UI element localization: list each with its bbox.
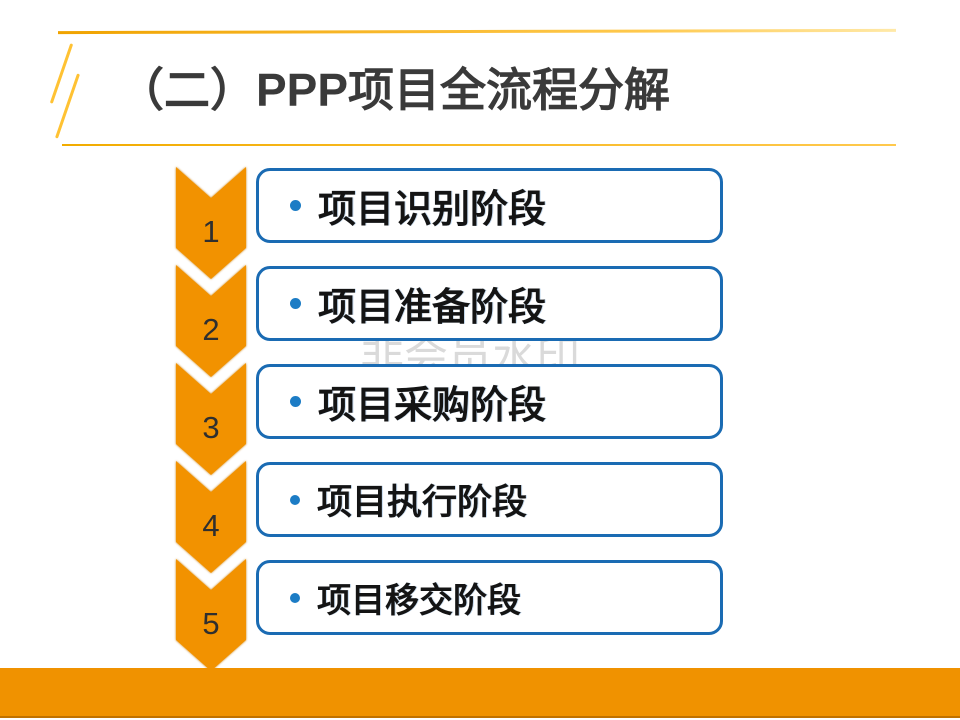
step-number-4: 4 [202,508,220,543]
process-row-4: 4 项目执行阶段 [0,461,960,573]
chevron-shadow-wrap: 2 [0,265,960,377]
chevron-arrow-2: 2 [176,265,246,377]
bullet-dot-icon [290,592,300,603]
bullet-dot-icon [290,396,301,407]
stage-box-2: 项目准备阶段 [256,266,723,341]
stage-label-3: 项目采购阶段 [318,385,547,427]
gold-line-top [57,28,897,35]
chevron-shadow-wrap: 4 [0,461,960,573]
bullet-dot-icon [290,298,301,309]
stage-box-1: 项目识别阶段 [256,168,723,243]
stage-box-5: 项目移交阶段 [256,560,723,635]
process-row-3: 3 项目采购阶段 [0,363,960,475]
chevron-shadow-wrap: 3 [0,363,960,475]
process-row-5: 5 项目移交阶段 [0,559,960,671]
process-row-2: 2 项目准备阶段 [0,265,960,377]
bullet-dot-icon [290,494,300,505]
process-row-1: 1 项目识别阶段 [0,167,960,279]
bullet-dot-icon [290,200,301,211]
stage-label-2: 项目准备阶段 [318,287,547,329]
chevron-arrow-4: 4 [176,461,246,573]
chevron-arrow-5: 5 [176,559,246,671]
stage-label-1: 项目识别阶段 [318,189,547,231]
bottom-orange-bar [0,668,960,718]
stage-box-4: 项目执行阶段 [256,462,723,537]
step-number-2: 2 [202,312,220,347]
stage-label-4: 项目执行阶段 [317,483,528,522]
step-number-3: 3 [202,410,220,445]
chevron-arrow-1: 1 [176,167,246,279]
chevron-shadow-wrap: 1 [0,167,960,279]
stage-label-5: 项目移交阶段 [317,582,521,620]
gold-line-under-title [62,144,896,146]
step-number-1: 1 [202,214,220,249]
stage-box-3: 项目采购阶段 [256,364,723,439]
chevron-arrow-3: 3 [176,363,246,475]
chevron-shadow-wrap: 5 [0,559,960,671]
step-number-5: 5 [202,606,220,641]
slide-title: （二）PPP项目全流程分解 [118,64,671,116]
